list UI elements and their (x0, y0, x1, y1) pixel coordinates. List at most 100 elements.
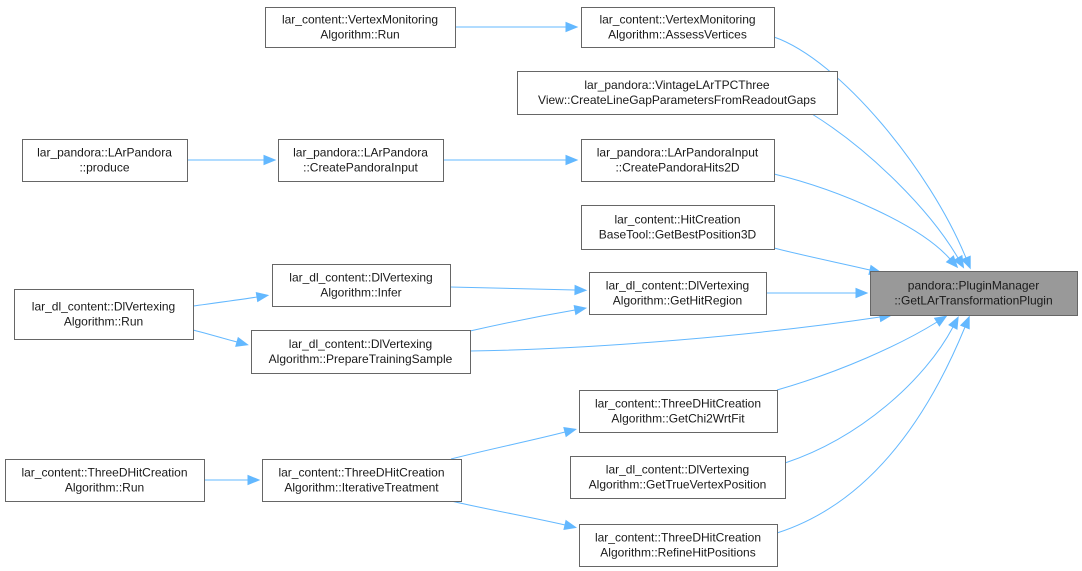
node-box[interactable] (579, 524, 778, 567)
edge-vm_run-to-vm_assess (455, 21, 579, 33)
edge-dl_gtvp-to-root (784, 316, 959, 464)
node-label-line: lar_content::ThreeDHitCreation (21, 466, 187, 480)
node-box[interactable] (581, 205, 775, 250)
node-label-line: lar_pandora::VintageLArTPCThree (584, 78, 770, 92)
arrowhead-icon (263, 154, 277, 166)
node-label-line: lar_dl_content::DlVertexing (606, 279, 749, 293)
edge-tdh_iter-to-tdh_refine (450, 500, 577, 531)
node-label-line: Algorithm::GetChi2WrtFit (611, 412, 745, 426)
node-box[interactable] (570, 456, 786, 499)
node-label-line: lar_content::ThreeDHitCreation (595, 397, 761, 411)
node-label-line: Algorithm::Infer (320, 286, 401, 300)
node-label-line: Algorithm::GetTrueVertexPosition (589, 478, 767, 492)
node-vm_assess[interactable]: lar_content::VertexMonitoringAlgorithm::… (581, 7, 775, 48)
arrowhead-icon (948, 316, 959, 330)
edge-dl_ghr-to-root (765, 287, 869, 299)
node-box[interactable] (5, 459, 205, 502)
edge-hits2d-to-root (773, 173, 959, 269)
arrowhead-icon (945, 255, 959, 269)
node-box[interactable] (22, 139, 188, 182)
arrowhead-icon (574, 284, 588, 296)
node-cpi[interactable]: lar_pandora::LArPandora::CreatePandoraIn… (278, 139, 444, 182)
node-dl_ghr[interactable]: lar_dl_content::DlVertexingAlgorithm::Ge… (589, 272, 767, 315)
edge-line (450, 500, 566, 526)
edge-produce-to-cpi (186, 154, 277, 166)
node-label-line: Algorithm::IterativeTreatment (284, 481, 439, 495)
arrowhead-icon (563, 519, 577, 531)
node-label-line: Algorithm::GetHitRegion (613, 294, 742, 308)
node-label-line: lar_dl_content::DlVertexing (606, 463, 749, 477)
node-label-line: lar_content::ThreeDHitCreation (278, 466, 444, 480)
node-vintage[interactable]: lar_pandora::VintageLArTPCThreeView::Cre… (517, 71, 838, 115)
arrowhead-icon (255, 291, 270, 303)
node-label-line: ::produce (79, 161, 129, 175)
edge-line (469, 316, 881, 352)
node-box[interactable] (262, 459, 462, 502)
node-label-line: lar_content::HitCreation (614, 213, 740, 227)
node-dl_run[interactable]: lar_dl_content::DlVertexingAlgorithm::Ru… (14, 289, 194, 340)
node-label-line: Algorithm::PrepareTrainingSample (269, 352, 453, 366)
node-label-line: ::CreatePandoraHits2D (615, 161, 739, 175)
node-root[interactable]: pandora::PluginManager::GetLArTransforma… (870, 271, 1078, 316)
edge-vm_assess-to-root (773, 36, 971, 270)
arrowhead-icon (933, 315, 948, 327)
node-box[interactable] (14, 289, 194, 340)
node-label-line: lar_content::VertexMonitoring (282, 13, 438, 27)
node-dl_infer[interactable]: lar_dl_content::DlVertexingAlgorithm::In… (272, 264, 451, 307)
arrowhead-icon (247, 474, 261, 486)
node-tdh_run[interactable]: lar_content::ThreeDHitCreationAlgorithm:… (5, 459, 205, 502)
node-vm_run[interactable]: lar_content::VertexMonitoringAlgorithm::… (265, 7, 456, 48)
node-box[interactable] (579, 390, 778, 433)
node-box[interactable] (870, 271, 1078, 316)
node-produce[interactable]: lar_pandora::LArPandora::produce (22, 139, 188, 182)
node-box[interactable] (251, 330, 471, 374)
node-label-line: lar_pandora::LArPandoraInput (597, 146, 759, 160)
node-hitcreation[interactable]: lar_content::HitCreationBaseTool::GetBes… (581, 205, 775, 250)
edge-cpi-to-hits2d (442, 154, 579, 166)
edge-tdh_iter-to-tdh_chi2 (450, 426, 577, 460)
edge-line (784, 326, 954, 464)
edge-line (449, 286, 576, 291)
node-box[interactable] (278, 139, 444, 182)
edge-hitcreation-to-root (773, 247, 882, 276)
node-box[interactable] (581, 139, 775, 182)
node-tdh_iter[interactable]: lar_content::ThreeDHitCreationAlgorithm:… (262, 459, 462, 502)
arrowhead-icon (959, 315, 970, 330)
arrowhead-icon (565, 21, 579, 33)
edge-dl_run-to-dl_pts (192, 329, 249, 347)
edge-line (776, 321, 938, 391)
node-box[interactable] (589, 272, 767, 315)
node-label-line: Algorithm::Run (65, 481, 144, 495)
edge-dl_pts-to-root (469, 311, 893, 352)
node-label-line: lar_pandora::LArPandora (293, 146, 428, 160)
node-label-line: Algorithm::Run (320, 28, 399, 42)
nodes: pandora::PluginManager::GetLArTransforma… (5, 7, 1078, 567)
edge-dl_infer-to-dl_ghr (449, 284, 588, 296)
edge-tdh_chi2-to-root (776, 315, 948, 391)
node-dl_pts[interactable]: lar_dl_content::DlVertexingAlgorithm::Pr… (251, 330, 471, 374)
edge-line (469, 309, 576, 332)
node-box[interactable] (581, 7, 775, 48)
node-label-line: pandora::PluginManager (908, 279, 1039, 293)
node-label-line: Algorithm::AssessVertices (608, 28, 747, 42)
node-label-line: BaseTool::GetBestPosition3D (599, 228, 757, 242)
arrowhead-icon (960, 255, 971, 270)
node-box[interactable] (517, 71, 838, 115)
node-label-line: lar_dl_content::DlVertexing (32, 300, 175, 314)
node-box[interactable] (272, 264, 451, 307)
node-dl_gtvp[interactable]: lar_dl_content::DlVertexingAlgorithm::Ge… (570, 456, 786, 499)
edge-tdh_run-to-tdh_iter (204, 474, 261, 486)
node-label-line: ::GetLArTransformationPlugin (894, 294, 1052, 308)
node-tdh_chi2[interactable]: lar_content::ThreeDHitCreationAlgorithm:… (579, 390, 778, 433)
node-hits2d[interactable]: lar_pandora::LArPandoraInput::CreatePand… (581, 139, 775, 182)
node-label-line: View::CreateLineGapParametersFromReadout… (538, 93, 816, 107)
arrowhead-icon (855, 287, 869, 299)
node-box[interactable] (265, 7, 456, 48)
node-tdh_refine[interactable]: lar_content::ThreeDHitCreationAlgorithm:… (579, 524, 778, 567)
edge-line (192, 296, 258, 307)
node-label-line: Algorithm::Run (64, 315, 143, 329)
arrowhead-icon (573, 304, 588, 316)
arrowhead-icon (563, 426, 577, 438)
node-label-line: lar_dl_content::DlVertexing (289, 337, 432, 351)
edge-tdh_refine-to-root (776, 315, 970, 534)
